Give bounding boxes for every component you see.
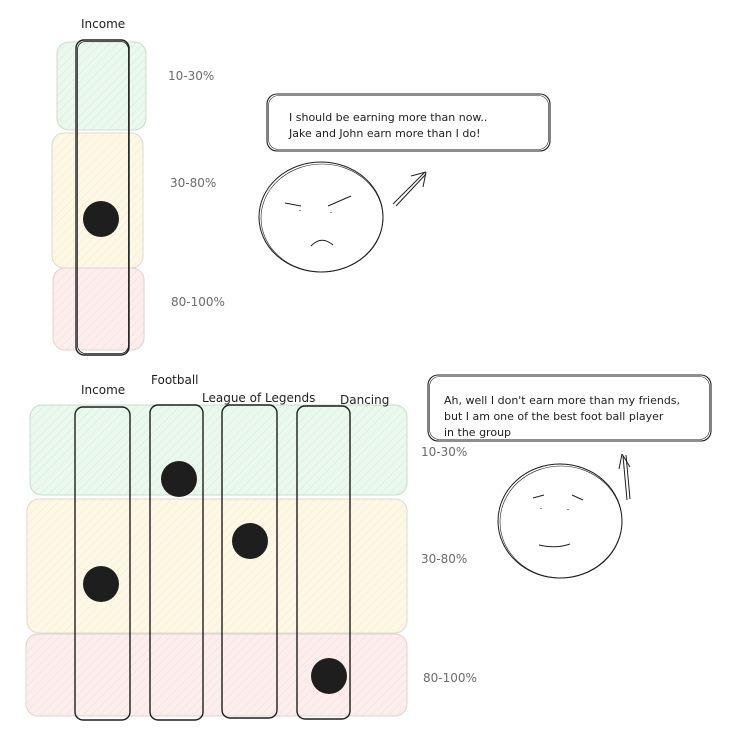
- speech2-line-1: Ah, well I don't earn more than my frien…: [444, 394, 680, 407]
- column2-league[interactable]: [221, 404, 278, 719]
- column-income[interactable]: [75, 39, 130, 356]
- dancing-dot[interactable]: [311, 658, 347, 694]
- band-bottom[interactable]: [52, 267, 145, 351]
- speech2-line-2: but I am one of the best foot ball playe…: [444, 410, 664, 423]
- band2-label-top: 10-30%: [421, 445, 467, 459]
- speech-line-1: I should be earning more than now..: [289, 111, 487, 124]
- band-label-top: 10-30%: [168, 69, 214, 83]
- speech-bubble-2-sketch: [429, 376, 710, 440]
- football-dot[interactable]: [161, 461, 197, 497]
- band2-bottom[interactable]: [25, 633, 408, 717]
- speech-line-2: Jake and John earn more than I do!: [288, 127, 481, 140]
- band-label-middle: 30-80%: [170, 176, 216, 190]
- speech2-line-3: in the group: [444, 426, 511, 439]
- column2-income[interactable]: [74, 406, 131, 721]
- speech-bubble[interactable]: [266, 93, 551, 152]
- income-dot[interactable]: [83, 201, 119, 237]
- band2-top[interactable]: [29, 404, 408, 496]
- league-dot[interactable]: [232, 523, 268, 559]
- diagram-1: Income 10-30% 30-80% 80-100% I should be…: [51, 17, 551, 356]
- arrow-icon: [392, 171, 427, 207]
- column-label-income: Income: [81, 17, 125, 31]
- column2-dancing[interactable]: [296, 405, 351, 720]
- band2-middle[interactable]: [26, 498, 408, 634]
- speech-bubble-2[interactable]: [427, 374, 712, 442]
- column2-label-income: Income: [81, 383, 125, 397]
- column2-label-dancing: Dancing: [340, 393, 389, 407]
- column2-label-football: Football: [151, 373, 199, 387]
- income2-dot[interactable]: [83, 566, 119, 602]
- neutral-face-icon: [497, 463, 623, 579]
- angry-face-icon: [258, 161, 384, 273]
- column-income-sketch: [77, 41, 129, 354]
- band-label-bottom: 80-100%: [171, 295, 225, 309]
- speech-bubble-sketch: [268, 95, 549, 150]
- column2-label-league: League of Legends: [202, 391, 315, 405]
- column2-football[interactable]: [149, 404, 204, 721]
- band-top[interactable]: [56, 41, 147, 131]
- band2-label-bottom: 80-100%: [423, 671, 477, 685]
- diagram-2: Income Football League of Legends Dancin…: [25, 373, 712, 721]
- band2-label-middle: 30-80%: [421, 552, 467, 566]
- arrow-up-icon: [618, 453, 631, 501]
